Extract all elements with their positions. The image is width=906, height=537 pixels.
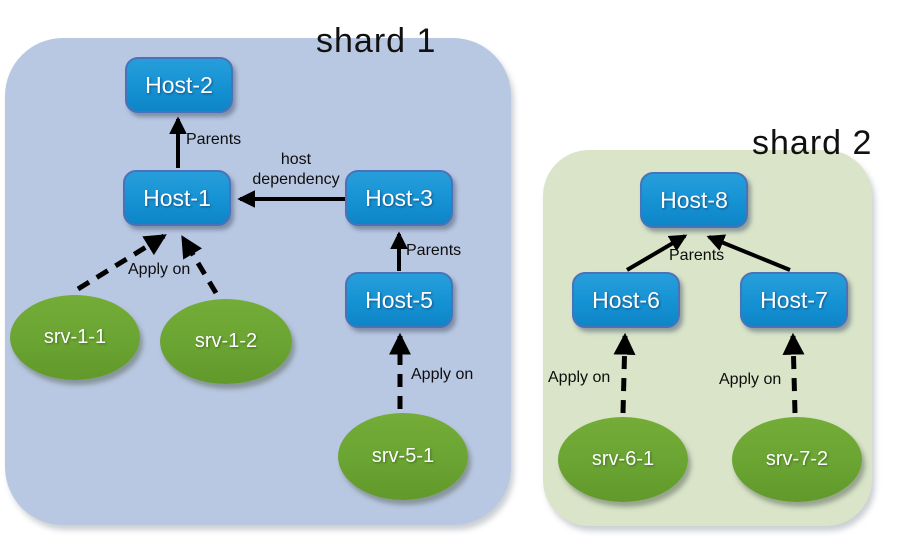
- node-srv-6-1-label: srv-6-1: [591, 448, 655, 470]
- node-host-1: Host-1: [123, 170, 231, 226]
- shard-1-title: shard 1: [316, 22, 437, 60]
- edge-label-parents-shard2: Parents: [669, 247, 725, 264]
- edge-label-apply-on-host5: Apply on: [411, 366, 474, 383]
- edge-apply-on-srv-7-2-host7: [782, 332, 805, 414]
- edge-apply-on-srv-1-1-host1: [76, 233, 167, 292]
- edge-label-apply-on-host1: Apply on: [128, 261, 191, 278]
- edge-label-parents-host1-host2: Parents: [186, 131, 242, 148]
- node-host-8: Host-8: [640, 172, 748, 228]
- shard-2-title: shard 2: [752, 124, 873, 162]
- node-host-2: Host-2: [125, 57, 233, 113]
- node-srv-1-2-label: srv-1-2: [194, 330, 258, 352]
- node-host-6: Host-6: [572, 272, 680, 328]
- node-srv-7-2: srv-7-2: [732, 417, 862, 502]
- edge-parents-host6-host8: [625, 234, 688, 272]
- node-host-2-label: Host-2: [145, 71, 213, 98]
- node-srv-7-2-label: srv-7-2: [765, 448, 829, 470]
- node-host-8-label: Host-8: [660, 186, 728, 213]
- node-host-5: Host-5: [345, 272, 453, 328]
- node-srv-5-1-label: srv-5-1: [371, 445, 435, 467]
- node-srv-1-1: srv-1-1: [10, 295, 140, 380]
- edge-label-apply-on-host6: Apply on: [548, 369, 611, 386]
- edge-label-apply-on-host7: Apply on: [719, 371, 782, 388]
- edge-parents-host7-host8: [706, 234, 791, 272]
- node-host-3: Host-3: [345, 170, 453, 226]
- edge-label-host-dependency: host dependency: [252, 151, 340, 188]
- node-srv-1-2: srv-1-2: [160, 299, 292, 384]
- node-host-7-label: Host-7: [760, 286, 828, 313]
- node-srv-1-1-label: srv-1-1: [43, 326, 107, 348]
- edge-apply-on-srv-6-1-host6: [613, 332, 636, 414]
- node-host-3-label: Host-3: [365, 184, 433, 211]
- edge-label-parents-host5-host3: Parents: [406, 242, 462, 259]
- node-host-1-label: Host-1: [143, 184, 211, 211]
- node-srv-5-1: srv-5-1: [338, 413, 468, 500]
- node-host-5-label: Host-5: [365, 286, 433, 313]
- edge-apply-on-srv-1-2-host1: [180, 235, 219, 295]
- node-host-7: Host-7: [740, 272, 848, 328]
- node-host-6-label: Host-6: [592, 286, 660, 313]
- node-srv-6-1: srv-6-1: [558, 417, 688, 502]
